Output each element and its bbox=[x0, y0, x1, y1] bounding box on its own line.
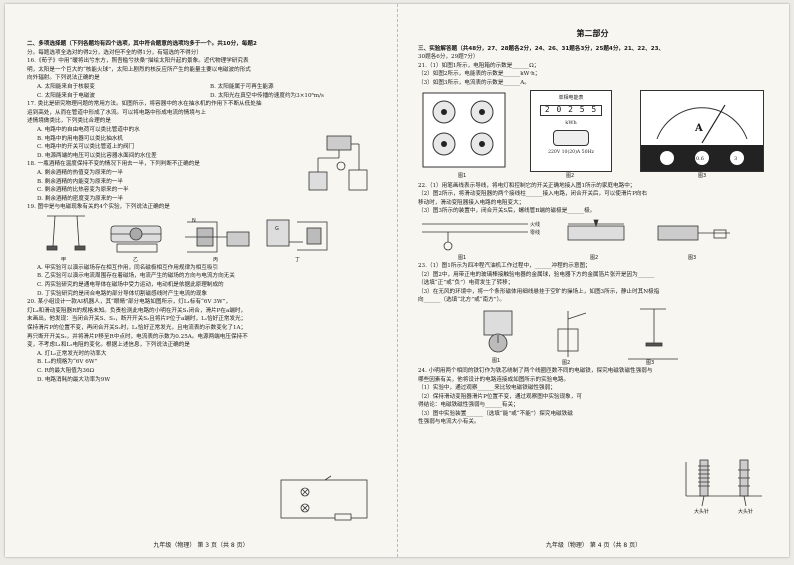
fig-label-3: 图3 bbox=[698, 172, 707, 179]
ammeter-dial bbox=[641, 104, 763, 171]
option-a: A. 甲实验可以演示磁场存在相互作用，同名磁极相互作用规律为相互吸引 bbox=[37, 264, 219, 271]
wire-live-label: 火线 bbox=[530, 221, 541, 228]
fig-label-jia: 甲 bbox=[61, 256, 67, 263]
question-24: 24. 小明用两个相同的铁钉作为铁芯绕制了两个线圈匝数不同的电磁铁，探究电磁铁磁… bbox=[418, 367, 653, 426]
meter-unit: kWh bbox=[565, 119, 577, 126]
q23-figures: 图1 图2 图3 bbox=[418, 305, 767, 367]
fig-label-yi: 乙 bbox=[133, 256, 139, 263]
option-c: C. 剩余酒精的比热容变为原来的一半 bbox=[37, 187, 129, 194]
option-c: C. 丙实验研究的是通电导体在磁场中受力运动，电动机是依据此原理制成的 bbox=[37, 282, 224, 289]
question-21: 21.（1）如图1所示，电阻箱的示数是______Ω； （2）如图2所示，电能表… bbox=[418, 62, 767, 182]
question-20: 20. 某小组设计一款AI机器人，其“眼睛”部分电路如图所示，灯L₁标有“6V … bbox=[27, 298, 383, 384]
q22-diagrams bbox=[422, 219, 730, 251]
q22-figures: 火线 零线 图1 图2 图3 bbox=[418, 216, 767, 262]
option-b: B. 电路中的用电器可以类比抽水机 bbox=[37, 135, 123, 142]
page-footer: 九年级（物理） 第 3 页（共 8 页） bbox=[153, 542, 249, 550]
right-page: 第二部分 三、实验解答题（共48分，27、28题各2分，24、26、31题各3分… bbox=[397, 4, 789, 557]
electromagnet-diagram bbox=[685, 459, 762, 507]
energy-meter: 单相电能表 2 0 2 5 5 kWh 220V 10(20)A 50Hz bbox=[530, 89, 612, 172]
option-c: C. 太阳能来自于电磁波 bbox=[37, 92, 95, 99]
section-heading: 三、实验解答题（共48分，27、28题各2分，24、26、31题各3分，25题4… bbox=[418, 45, 665, 52]
fig-label-bing: 丙 bbox=[213, 256, 219, 263]
q23-diagrams bbox=[483, 308, 678, 360]
section-heading: 二、多项选择题（下列各题均有四个选项，其中符合题意的选项均多于一个。共10分，每… bbox=[27, 41, 257, 47]
pin-label-right: 大头针 bbox=[738, 509, 754, 515]
resistance-box bbox=[422, 92, 506, 168]
fig-label-1: 图1 bbox=[458, 254, 467, 261]
option-d: D. 电路消耗的最大功率为9W bbox=[37, 376, 111, 383]
option-d: D. 太阳光在真空中传播的速度约为3×10⁸m/s bbox=[210, 92, 324, 99]
option-b: B. 乙实验可以演示电流周围存在着磁场，电流产生的磁场的方向与电流方向无关 bbox=[37, 273, 235, 280]
option-d: D. 丁实验研究的是闭合电路的部分导体切割磁感线时产生电流的现象 bbox=[37, 290, 208, 297]
option-d: D. 剩余酒精的密度变为原来的一半 bbox=[37, 195, 124, 202]
meter-spec: 220V 10(20)A 50Hz bbox=[548, 150, 594, 156]
water-pump-diagram bbox=[308, 135, 368, 191]
fig-label-3: 图3 bbox=[688, 254, 697, 261]
pin-label-left: 大头针 bbox=[694, 509, 710, 515]
left-page: 二、多项选择题（下列各题均有四个选项，其中符合题意的选项均多于一个。共10分，每… bbox=[5, 4, 397, 557]
option-a: A. 剩余酒精的热值变为原来的一半 bbox=[37, 169, 123, 176]
ammeter: A 0.6 3 bbox=[640, 89, 764, 172]
svg-text:G: G bbox=[275, 226, 279, 232]
option-d: D. 电源两端的电压可以类比容器水面间的水位差 bbox=[37, 152, 157, 159]
option-a: A. 太阳能来自于核裂变 bbox=[37, 83, 95, 90]
meter-title: 单相电能表 bbox=[558, 94, 584, 101]
circuit-diagram bbox=[280, 475, 368, 521]
option-c: C. 电路中的开关可以类比管道上的阀门 bbox=[37, 144, 135, 151]
question-18: 18. 一瓶酒精在温度保持不变的情况下用去一半，下列判断不正确的是 A. 剩余酒… bbox=[27, 160, 383, 203]
question-16: 16.《荀子》中用“暖将出兮东方，照吾槛兮扶桑”描绘太阳升起的景象。近代物理学研… bbox=[27, 57, 383, 100]
fig-label-1: 图1 bbox=[458, 172, 467, 179]
wire-neutral-label: 零线 bbox=[530, 229, 541, 236]
page-footer: 九年级（物理） 第 4 页（共 8 页） bbox=[545, 542, 642, 550]
option-a: A. 灯L₂正常发光时的功率大 bbox=[37, 350, 107, 357]
fig-label-ding: 丁 bbox=[295, 256, 301, 263]
ammeter-label: A bbox=[695, 122, 703, 134]
q19-figures: N G 甲 乙 丙 丁 bbox=[27, 212, 383, 264]
option-a: A. 电路中的自由电荷可以类比管道中的水 bbox=[37, 126, 140, 133]
fig-label-2: 图2 bbox=[590, 254, 599, 261]
fig-label-2: 图2 bbox=[562, 359, 571, 366]
meter-digits: 2 0 2 5 5 bbox=[540, 105, 602, 116]
fig-label-3: 图3 bbox=[646, 359, 655, 366]
option-c: C. R的最大阻值为36Ω bbox=[37, 368, 95, 374]
meter-disk bbox=[553, 130, 589, 147]
section-heading-cont: 分。每题选项全选对的得2分，选对但不全的得1分，有错选的不得分） bbox=[27, 49, 202, 56]
option-b: B. 太阳能属于可再生能源 bbox=[210, 83, 274, 90]
electromagnet-figure: 大头针 大头针 bbox=[682, 456, 772, 520]
option-b: B. 剩余酒精的内能变为原来的一半 bbox=[37, 178, 123, 185]
fig-label-2: 图2 bbox=[566, 172, 575, 179]
question-22: 22.（1）用笔画线表示导线，将电灯和控制它的开关正确地接入图1所示的家庭电路中… bbox=[418, 182, 767, 262]
section-heading-cont: 30题各6分，29题7分） bbox=[418, 54, 479, 61]
part-title: 第二部分 bbox=[576, 29, 609, 38]
fig-label-1: 图1 bbox=[492, 357, 501, 364]
option-b: B. L₂的规格为“6V 6W” bbox=[37, 359, 98, 366]
question-23: 23.（1）图1所示为四冲程汽油机工作过程中，______冲程的示意图； （2）… bbox=[418, 262, 767, 367]
question-17: 17. 类比是研究物理问题的常用方法。如图所示，将容器中的水在抽水机的作用下不断… bbox=[27, 100, 307, 160]
electromagnet-experiments-figure: N G bbox=[46, 215, 328, 253]
question-19: 19. 图中是与电磁现象有关的4个实验，下列说法正确的是 bbox=[27, 203, 383, 298]
q21-figures: 单相电能表 2 0 2 5 5 kWh 220V 10(20)A 50Hz A bbox=[418, 88, 767, 182]
ammeter-terminal: 0.6 bbox=[696, 155, 704, 162]
ammeter-terminal-3: 3 bbox=[734, 155, 738, 162]
svg-text:N: N bbox=[192, 218, 196, 224]
exam-sheet: 二、多项选择题（下列各题均有四个选项，其中符合题意的选项均多于一个。共10分，每… bbox=[5, 4, 789, 557]
